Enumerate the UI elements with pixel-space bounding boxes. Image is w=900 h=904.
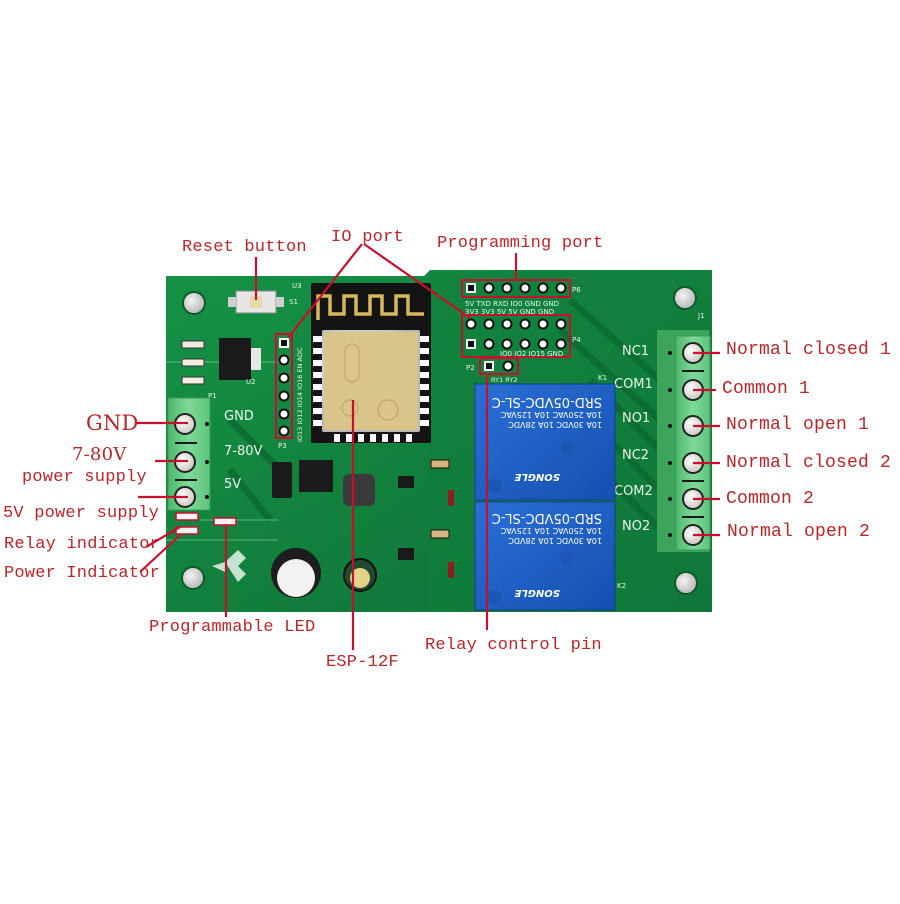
leader-relay-indicator	[145, 526, 181, 548]
diode-d3	[272, 462, 292, 498]
label-5v-power-supply: 5V power supply	[3, 504, 160, 523]
relay-control-header-p2	[479, 357, 519, 375]
electrolytic-capacitor-large	[271, 548, 321, 598]
silk-p3: P3	[278, 442, 287, 450]
status-leds	[448, 490, 454, 578]
io-header-p3	[275, 333, 293, 439]
label-normal-closed-1: Normal closed 1	[726, 340, 892, 360]
brand-logo-icon	[212, 550, 246, 582]
label-esp12f: ESP-12F	[326, 653, 399, 672]
silk-u3: U3	[292, 282, 302, 290]
label-7-80v-power-supply: power supply	[22, 468, 147, 487]
label-common-1: Common 1	[722, 379, 811, 399]
label-gnd: GND	[86, 411, 139, 435]
relay-k2: SRD-05VDC-SL-C 10A 250VAC 10A 125VAC 10A…	[474, 501, 616, 611]
label-relay-indicator: Relay indicator	[4, 535, 161, 554]
leader-io-port-left	[287, 243, 363, 339]
label-normal-open-1: Normal open 1	[726, 415, 870, 435]
silk-p4-bottom: IO0 IO2 IO15 GND	[500, 350, 563, 358]
silk-com2: COM2	[614, 484, 653, 499]
label-power-indicator: Power Indicator	[4, 564, 161, 583]
electrolytic-capacitor-small	[343, 558, 377, 592]
label-7-80v: 7-80V	[72, 444, 127, 465]
antenna-trace	[316, 294, 424, 320]
mounting-hole-bottom-left	[181, 566, 205, 590]
regulator-tab	[251, 348, 261, 370]
smd-capacitors	[181, 340, 205, 385]
relay-k2-brand: SONGLE	[514, 587, 560, 598]
label-normal-open-2: Normal open 2	[727, 522, 871, 542]
silk-p3-pins: IO13 IO12 IO14 IO16 EN ADC	[296, 347, 304, 442]
silk-gnd: GND	[224, 409, 254, 424]
mounting-hole-bottom-right	[674, 571, 698, 595]
relay-k1: SRD-05VDC-SL-C 10A 250VAC 10A 125VAC 10A…	[474, 383, 616, 501]
silk-p2: P2	[466, 364, 475, 372]
smd-resistors	[430, 459, 450, 539]
relay-k2-rating2: 10A 30VDC 10A 28VDC	[508, 536, 602, 545]
ic-u1	[299, 460, 333, 492]
label-normal-closed-2: Normal closed 2	[726, 453, 892, 473]
relay-k2-rating1: 10A 250VAC 10A 125VAC	[500, 526, 602, 535]
transistors	[398, 476, 414, 560]
module-castellated-pads	[313, 336, 429, 442]
relay-k1-model: SRD-05VDC-SL-C	[492, 394, 602, 409]
relay-k1-rating2: 10A 30VDC 10A 28VDC	[508, 420, 602, 429]
silk-com1: COM1	[614, 377, 653, 392]
leader-power-indicator	[139, 534, 181, 573]
silk-p4: P4	[572, 336, 581, 344]
relay-k1-brand: SONGLE	[514, 471, 560, 482]
silk-nc1: NC1	[622, 344, 649, 359]
label-programmable-led: Programmable LED	[149, 618, 316, 637]
silk-5v: 5V	[224, 477, 241, 492]
silk-k1: K1	[598, 374, 607, 382]
reset-button-component	[228, 290, 284, 314]
silk-k2: K2	[617, 582, 626, 590]
annotation-leaders	[137, 243, 720, 650]
mounting-hole-top-left	[182, 291, 206, 315]
relay-k1-rating1: 10A 250VAC 10A 125VAC	[500, 410, 602, 419]
leader-io-port-right	[363, 243, 471, 319]
esp12f-module	[311, 283, 431, 443]
silk-no1: NO1	[622, 411, 650, 426]
silk-p2-pins: RY1 RY2	[491, 376, 517, 384]
mounting-hole-top-right	[673, 286, 697, 310]
silk-p6-pins: 5V TXD RXD IO0 GND GND	[465, 300, 559, 308]
silk-p4-top: 3V3 3V3 5V 5V GND GND	[465, 308, 554, 316]
silk-nc2: NC2	[622, 448, 649, 463]
silk-7-80v: 7-80V	[224, 444, 263, 459]
label-common-2: Common 2	[726, 489, 815, 509]
silk-p6: P6	[572, 286, 581, 294]
inductor-l1	[343, 474, 375, 506]
voltage-regulator-u2	[219, 338, 251, 380]
silk-j1: J1	[697, 312, 705, 320]
pcb-traces	[227, 297, 663, 533]
indicator-leds-group	[175, 512, 237, 535]
silk-no2: NO2	[622, 519, 650, 534]
silk-s1: S1	[289, 298, 298, 306]
label-programming-port: Programming port	[437, 234, 604, 253]
power-terminal-block	[167, 397, 211, 511]
relay-terminal-block	[657, 330, 711, 552]
label-io-port: IO port	[331, 228, 404, 247]
silk-p1: P1	[208, 392, 217, 400]
label-relay-control-pin: Relay control pin	[425, 636, 602, 655]
silk-u2: U2	[246, 378, 256, 386]
relay-k2-model: SRD-05VDC-SL-C	[492, 510, 602, 525]
label-reset-button: Reset button	[182, 238, 307, 257]
